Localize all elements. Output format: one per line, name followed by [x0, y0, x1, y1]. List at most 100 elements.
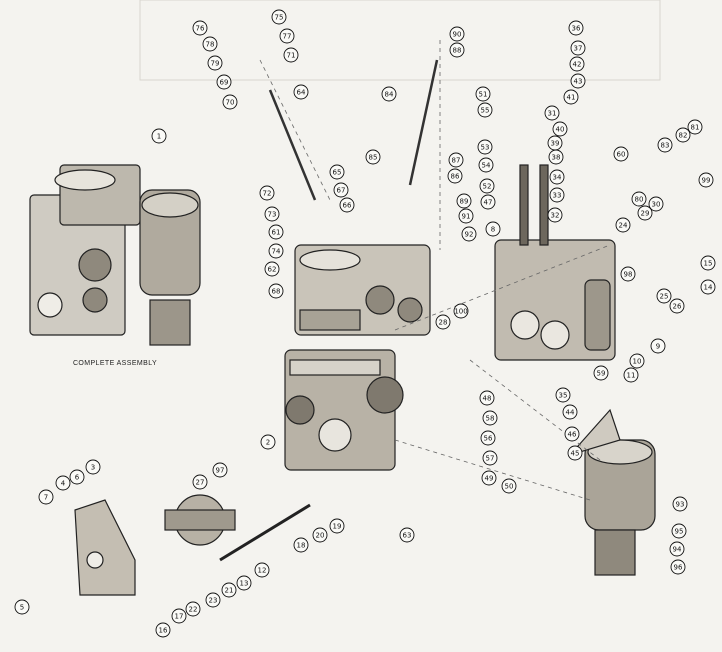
callout-label: 6: [75, 474, 80, 482]
callout-circle: [698, 172, 714, 188]
callout-circle: [567, 445, 583, 461]
callout-48: 48: [479, 390, 495, 406]
callout-74: 74: [268, 243, 284, 259]
callout-label: 68: [272, 288, 281, 296]
callout-circle: [205, 592, 221, 608]
callout-circle: [479, 178, 495, 194]
callout-label: 26: [673, 303, 682, 311]
callout-label: 45: [571, 450, 580, 458]
callout-circle: [14, 599, 30, 615]
callout-circle: [479, 390, 495, 406]
callout-85: 85: [365, 149, 381, 165]
callout-circle: [185, 601, 201, 617]
callout-label: 15: [704, 260, 713, 268]
callout-14: 14: [700, 279, 716, 295]
callout-circle: [85, 459, 101, 475]
complete-assembly-caption: COMPLETE ASSEMBLY: [72, 360, 158, 367]
callout-circle: [268, 243, 284, 259]
callout-circle: [216, 74, 232, 90]
callout-73: 73: [264, 206, 280, 222]
callout-circle: [670, 559, 686, 575]
callout-circle: [456, 193, 472, 209]
callout-label: 1: [157, 133, 161, 141]
callout-label: 25: [660, 293, 669, 301]
callout-circle: [544, 105, 560, 121]
callout-circle: [477, 102, 493, 118]
callout-54: 54: [478, 157, 494, 173]
callout-label: 59: [597, 370, 606, 378]
callout-circle: [221, 582, 237, 598]
callout-label: 71: [287, 52, 296, 60]
callout-5: 5: [14, 599, 30, 615]
callout-circle: [615, 217, 631, 233]
callout-circle: [69, 469, 85, 485]
callout-label: 18: [297, 542, 306, 550]
callout-label: 77: [283, 33, 292, 41]
callout-80: 80: [631, 191, 647, 207]
callout-3: 3: [85, 459, 101, 475]
callout-12: 12: [254, 562, 270, 578]
callout-95: 95: [671, 523, 687, 539]
callout-circle: [283, 47, 299, 63]
callout-2: 2: [260, 434, 276, 450]
callout-68: 68: [268, 283, 284, 299]
callout-label: 33: [553, 192, 562, 200]
callout-circle: [687, 119, 703, 135]
callout-label: 56: [484, 435, 493, 443]
callout-circle: [365, 149, 381, 165]
callout-27: 27: [192, 474, 208, 490]
callout-label: 38: [552, 154, 561, 162]
callout-label: 90: [453, 31, 462, 39]
callout-label: 96: [674, 564, 683, 572]
callout-label: 29: [641, 210, 650, 218]
callout-circle: [620, 266, 636, 282]
callout-label: 23: [209, 597, 218, 605]
callout-circle: [570, 40, 586, 56]
callout-label: 86: [451, 173, 460, 181]
callout-label: 55: [481, 107, 490, 115]
callout-circle: [260, 434, 276, 450]
callout-86: 86: [447, 168, 463, 184]
callout-circle: [279, 28, 295, 44]
callout-circle: [657, 137, 673, 153]
callout-label: 88: [453, 47, 462, 55]
callout-label: 81: [691, 124, 700, 132]
callout-label: 76: [196, 25, 205, 33]
lower-housing-drawing: [284, 349, 404, 471]
callout-circle: [192, 20, 208, 36]
callout-label: 35: [559, 392, 568, 400]
callout-31: 31: [544, 105, 560, 121]
upper-housing-drawing: [294, 244, 431, 336]
callout-circle: [613, 146, 629, 162]
callout-91: 91: [458, 208, 474, 224]
callout-label: 28: [439, 319, 448, 327]
callout-4: 4: [55, 475, 71, 491]
callout-label: 36: [572, 25, 581, 33]
callout-label: 48: [483, 395, 492, 403]
callout-label: 7: [44, 494, 48, 502]
callout-label: 8: [491, 226, 495, 234]
callout-label: 75: [275, 14, 284, 22]
callout-52: 52: [479, 178, 495, 194]
callout-55: 55: [477, 102, 493, 118]
callout-30: 30: [648, 196, 664, 212]
callout-circle: [475, 86, 491, 102]
callout-label: 34: [553, 174, 562, 182]
callout-46: 46: [564, 426, 580, 442]
callout-22: 22: [185, 601, 201, 617]
callout-circle: [549, 169, 565, 185]
callout-label: 69: [220, 79, 229, 87]
callout-label: 94: [673, 546, 682, 554]
callout-label: 30: [652, 201, 661, 209]
callout-26: 26: [669, 298, 685, 314]
callout-circle: [564, 426, 580, 442]
callout-circle: [562, 404, 578, 420]
callout-63: 63: [399, 527, 415, 543]
callout-circle: [222, 94, 238, 110]
callout-label: 93: [676, 501, 685, 509]
callout-label: 41: [567, 94, 576, 102]
callout-label: 12: [258, 567, 267, 575]
callout-75: 75: [271, 9, 287, 25]
callout-98: 98: [620, 266, 636, 282]
callout-61: 61: [268, 224, 284, 240]
